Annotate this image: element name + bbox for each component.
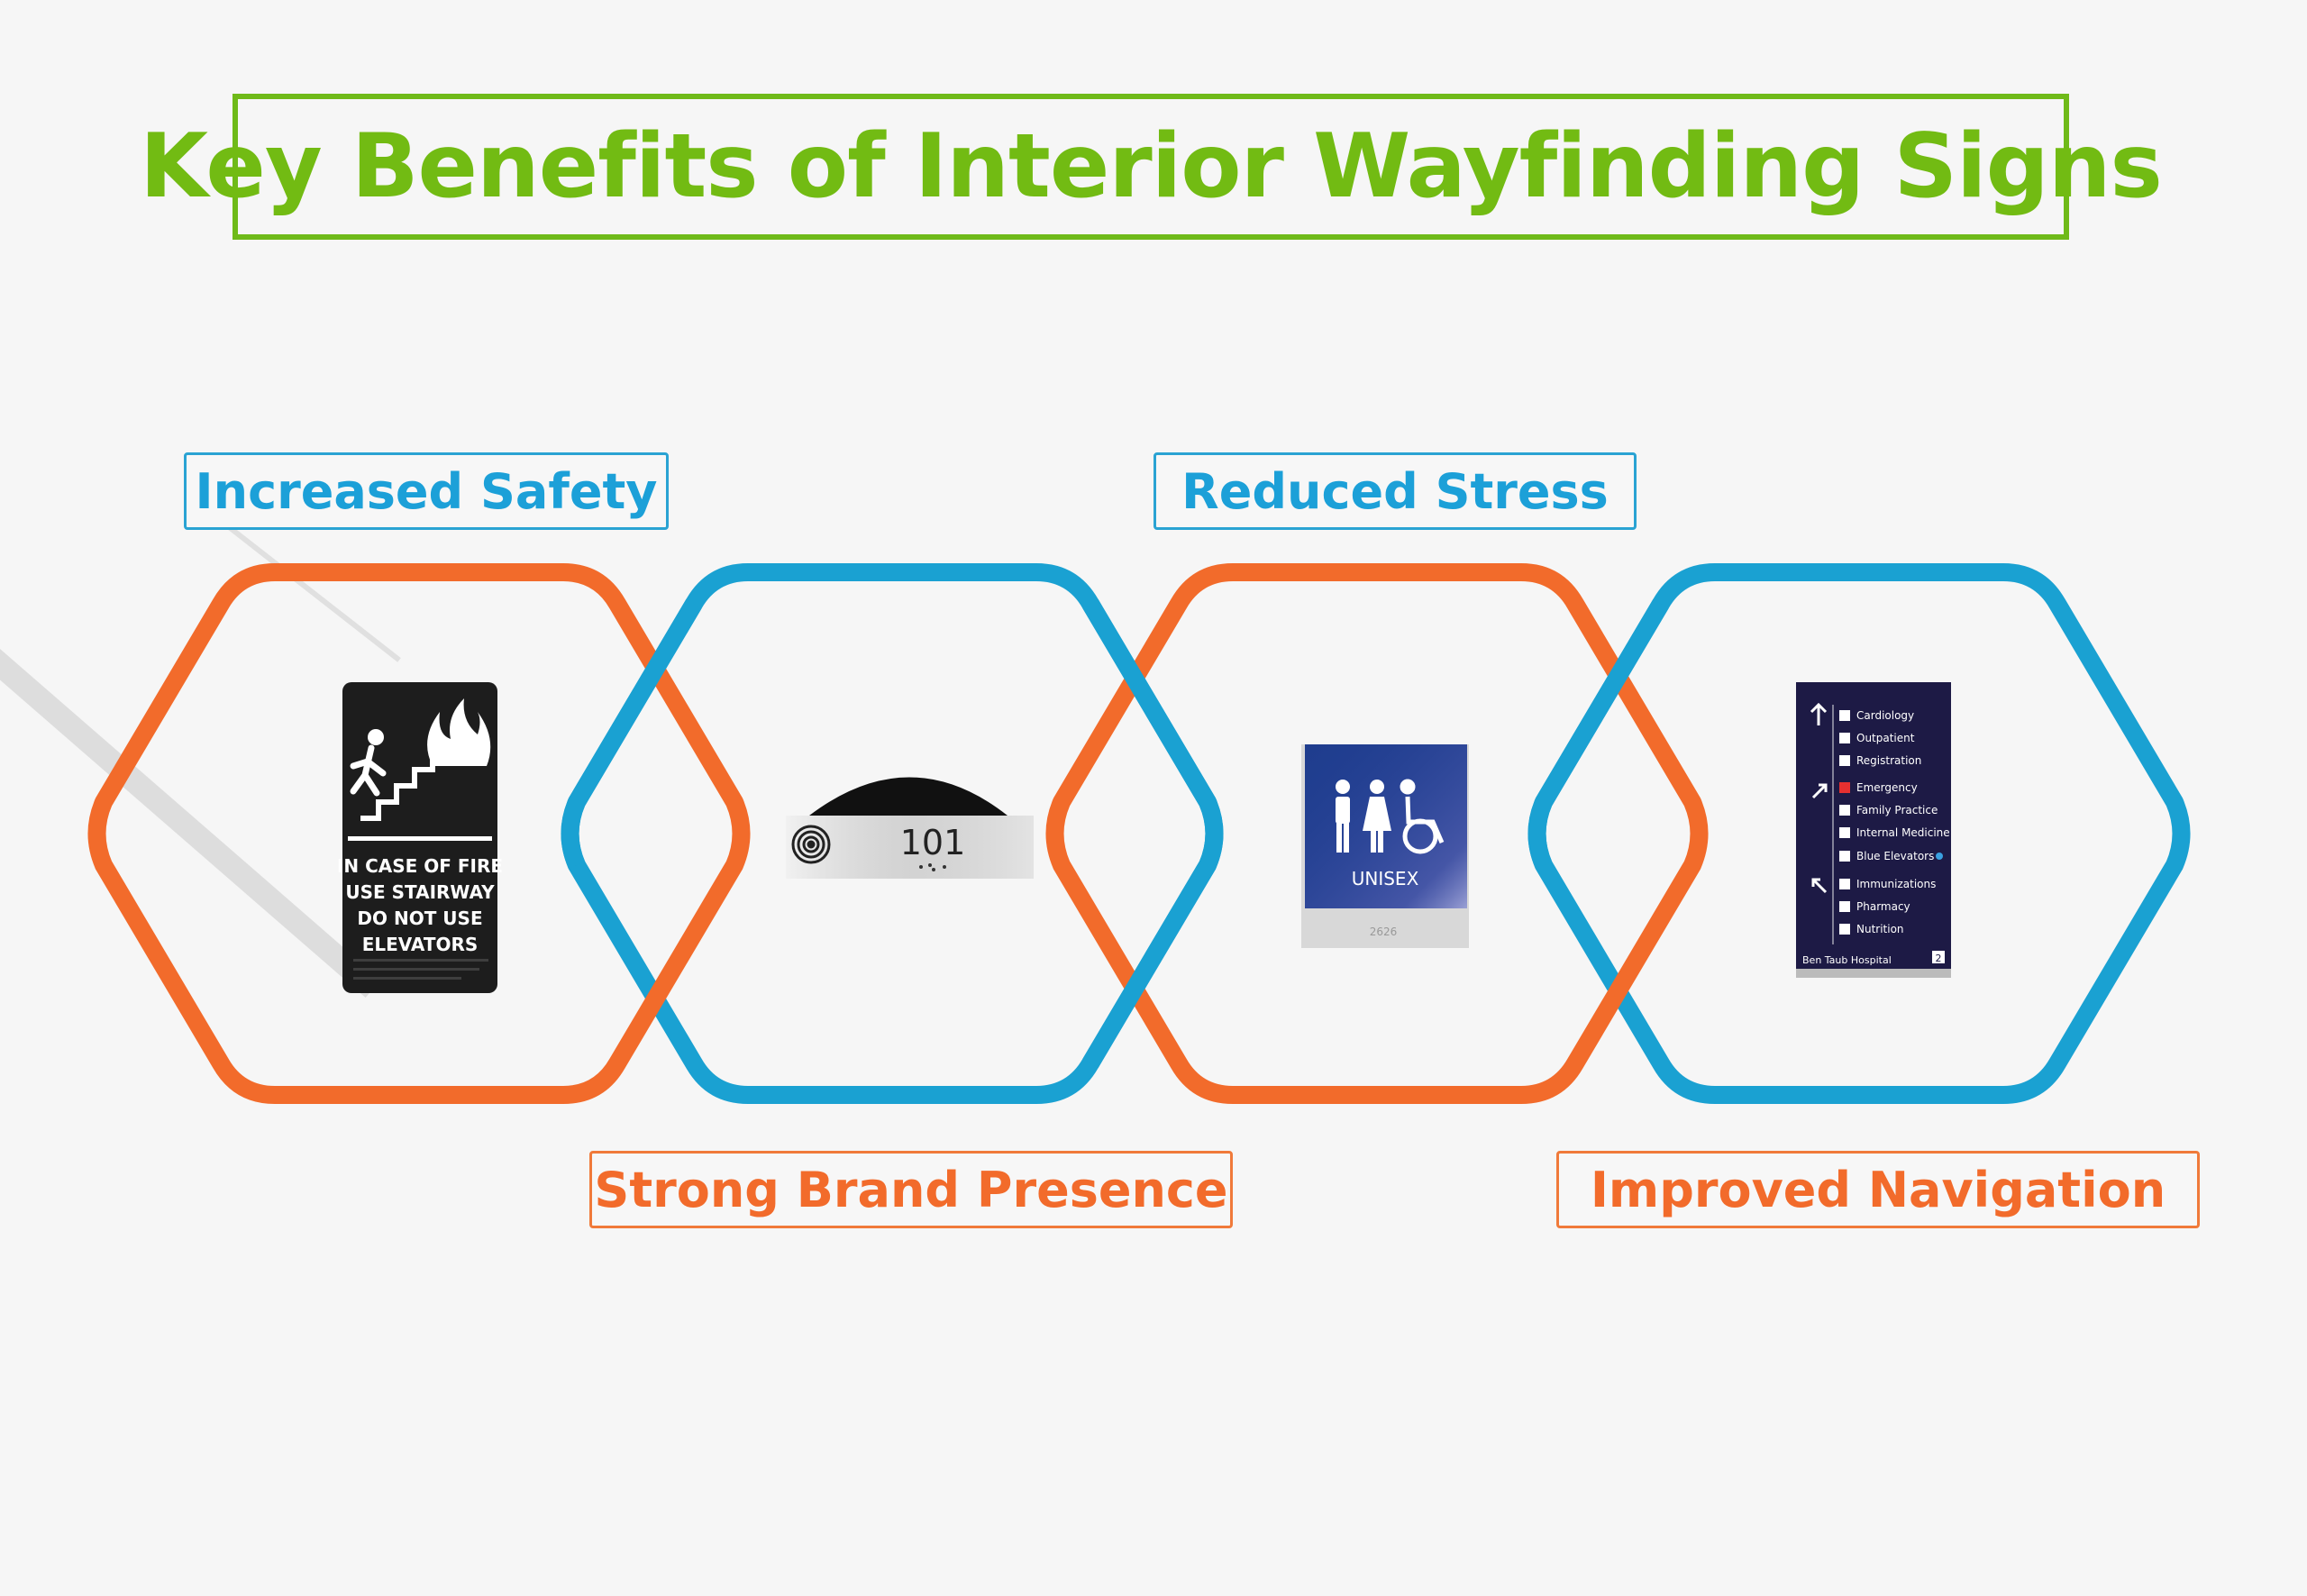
restroom-label: UNISEX — [1352, 868, 1419, 889]
svg-text:Pharmacy: Pharmacy — [1856, 900, 1910, 913]
direction-arrows — [1810, 702, 1828, 894]
svg-text:Immunizations: Immunizations — [1856, 878, 1936, 890]
label-increased-safety-text: Increased Safety — [195, 462, 658, 520]
svg-text:Blue Elevators: Blue Elevators — [1856, 850, 1934, 862]
directory-item: Internal Medicine — [1839, 826, 1950, 839]
fire-safety-sign: IN CASE OF FIRE USE STAIRWAY DO NOT USE … — [337, 682, 503, 993]
hospital-directory-sign: Cardiology Outpatient Registration Emerg… — [1796, 682, 1951, 978]
fire-sign-line-3: DO NOT USE — [357, 907, 482, 929]
elevator-dot — [1936, 853, 1943, 860]
arrow-up-right-icon — [1811, 783, 1828, 799]
hexagon-blue-4-left-overlap — [1527, 598, 1669, 869]
restroom-footer: 2626 — [1370, 926, 1398, 938]
hexagon-blue-2-overlap — [1082, 598, 1224, 1069]
svg-text:Internal Medicine: Internal Medicine — [1856, 826, 1950, 839]
person-icon — [368, 729, 384, 745]
restroom-icon — [1336, 780, 1391, 853]
stairs-icon — [360, 753, 435, 821]
svg-text:Outpatient: Outpatient — [1856, 732, 1915, 744]
hexagon-orange-3 — [1045, 563, 1709, 1104]
directory-item: Emergency — [1839, 781, 1918, 794]
hexagon-blue-2-left-overlap — [561, 598, 702, 869]
fire-sign-line-4: ELEVATORS — [362, 934, 479, 955]
fire-sign-line-1: IN CASE OF FIRE — [337, 855, 503, 877]
room-number: 101 — [900, 823, 966, 862]
directory-item: Nutrition — [1839, 923, 1904, 935]
hexagon-orange-1 — [87, 563, 751, 1104]
wheelchair-icon — [1400, 779, 1445, 854]
directory-item: Cardiology — [1839, 709, 1914, 722]
directory-item: Blue Elevators — [1839, 850, 1934, 862]
arrow-up-left-icon — [1811, 878, 1828, 894]
target-icon — [791, 825, 831, 864]
fire-sign-line-2: USE STAIRWAY — [345, 881, 495, 903]
label-increased-safety: Increased Safety — [184, 452, 669, 530]
directory-items: Cardiology Outpatient Registration Emerg… — [1839, 709, 1950, 935]
title-box: Key Benefits of Interior Wayfinding Sign… — [140, 94, 2163, 240]
directory-item: Outpatient — [1839, 732, 1915, 744]
directory-item: Immunizations — [1839, 878, 1936, 890]
label-improved-navigation-text: Improved Navigation — [1590, 1161, 2166, 1218]
page-title: Key Benefits of Interior Wayfinding Sign… — [140, 115, 2163, 218]
label-reduced-stress-text: Reduced Stress — [1181, 462, 1609, 520]
label-reduced-stress: Reduced Stress — [1154, 452, 1637, 530]
svg-text:Emergency: Emergency — [1856, 781, 1918, 794]
label-strong-brand-presence: Strong Brand Presence — [589, 1151, 1233, 1228]
label-strong-brand-presence-text: Strong Brand Presence — [594, 1161, 1228, 1218]
braille-dots — [353, 959, 488, 980]
svg-text:Cardiology: Cardiology — [1856, 709, 1914, 722]
directory-item: Family Practice — [1839, 804, 1938, 816]
directory-item: Registration — [1839, 754, 1921, 767]
svg-text:Family Practice: Family Practice — [1856, 804, 1938, 816]
directory-footer: Ben Taub Hospital — [1802, 954, 1892, 966]
braille-dots — [919, 863, 946, 871]
flame-icon — [427, 698, 491, 766]
label-improved-navigation: Improved Navigation — [1556, 1151, 2200, 1228]
svg-text:Nutrition: Nutrition — [1856, 923, 1904, 935]
restroom-sign: UNISEX 2626 — [1301, 744, 1469, 948]
room-number-sign: 101 — [786, 777, 1034, 879]
directory-item: Pharmacy — [1839, 900, 1910, 913]
floor-number: 2 — [1936, 953, 1942, 964]
arrow-up-icon — [1810, 702, 1828, 725]
svg-text:Registration: Registration — [1856, 754, 1921, 767]
